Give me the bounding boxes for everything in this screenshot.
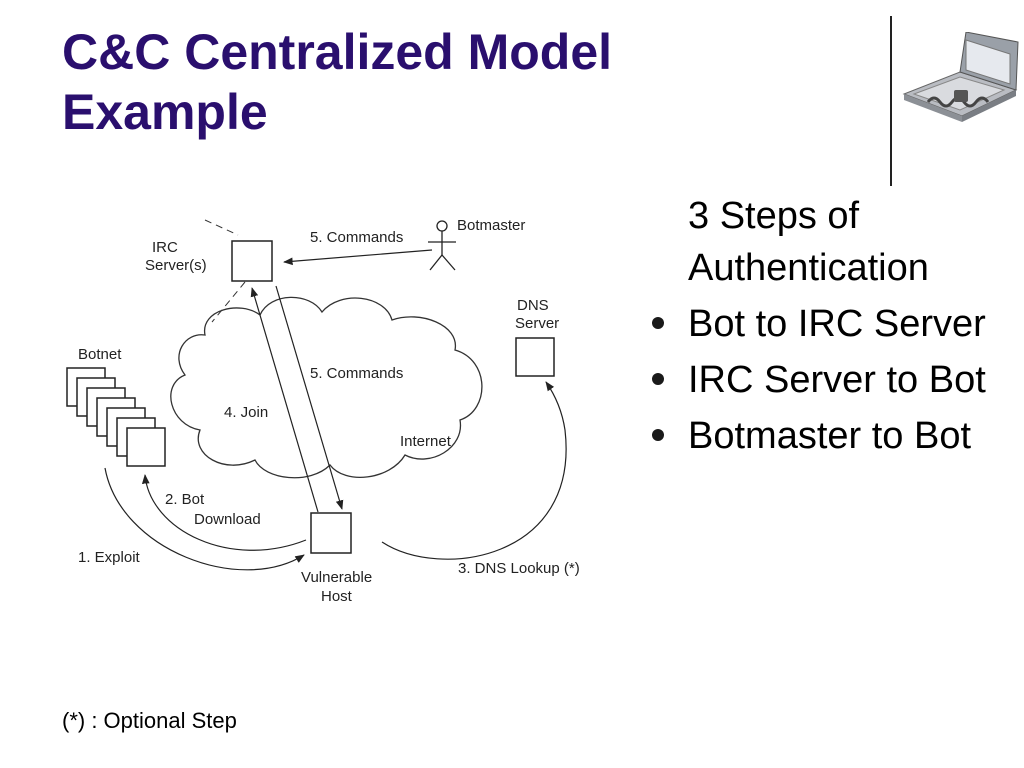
bot-download-label-2: Download: [194, 511, 261, 528]
title-line-2: Example: [62, 84, 268, 140]
footnote: (*) : Optional Step: [62, 708, 237, 733]
commands-cloud-label: 5. Commands: [310, 365, 403, 382]
botmaster-figure-icon: [428, 220, 456, 271]
internet-label: Internet: [400, 433, 452, 450]
cnc-diagram: IRC Server(s) Botmaster 5. Commands DNS …: [66, 217, 580, 605]
botnet-stack: [66, 367, 166, 467]
bullet-item: IRC Server to Bot: [652, 354, 992, 406]
bullet-list: 3 Steps of Authentication Bot to IRC Ser…: [652, 190, 992, 466]
bullet-text: Botmaster to Bot: [688, 415, 972, 457]
bot-download-label-1: 2. Bot: [165, 491, 205, 508]
laptop-chained-icon: [902, 32, 1019, 122]
botnet-label: Botnet: [78, 346, 122, 363]
commands-top-label: 5. Commands: [310, 229, 403, 246]
vulnerable-host-label-1: Vulnerable: [301, 569, 372, 586]
bullet-text: IRC Server to Bot: [688, 359, 986, 401]
bullet-item: Botmaster to Bot: [652, 410, 992, 462]
irc-server-label-1: IRC: [152, 239, 178, 256]
bullet-text: Bot to IRC Server: [688, 303, 986, 345]
slide-title: C&C Centralized Model Example: [62, 22, 612, 142]
botmaster-label: Botmaster: [457, 217, 525, 234]
dns-server-label-2: Server: [515, 315, 559, 332]
internet-cloud: [170, 296, 483, 479]
irc-server-box: [231, 240, 273, 282]
vulnerable-host-label-2: Host: [321, 588, 353, 605]
irc-server-label-2: Server(s): [145, 257, 207, 274]
dns-lookup-label: 3. DNS Lookup (*): [458, 560, 580, 577]
bullet-dot-icon: [652, 429, 664, 441]
divider-line: [890, 16, 892, 186]
title-line-1: C&C Centralized Model: [62, 24, 613, 80]
dns-server-label-1: DNS: [517, 297, 549, 314]
exploit-label: 1. Exploit: [78, 549, 141, 566]
join-label: 4. Join: [224, 404, 268, 421]
bullet-dot-icon: [652, 373, 664, 385]
bullet-item: Bot to IRC Server: [652, 298, 992, 350]
lead-text: 3 Steps of Authentication: [688, 195, 929, 289]
bullet-dot-icon: [652, 317, 664, 329]
dns-server-box: [515, 337, 555, 377]
vulnerable-host-box: [310, 512, 352, 554]
